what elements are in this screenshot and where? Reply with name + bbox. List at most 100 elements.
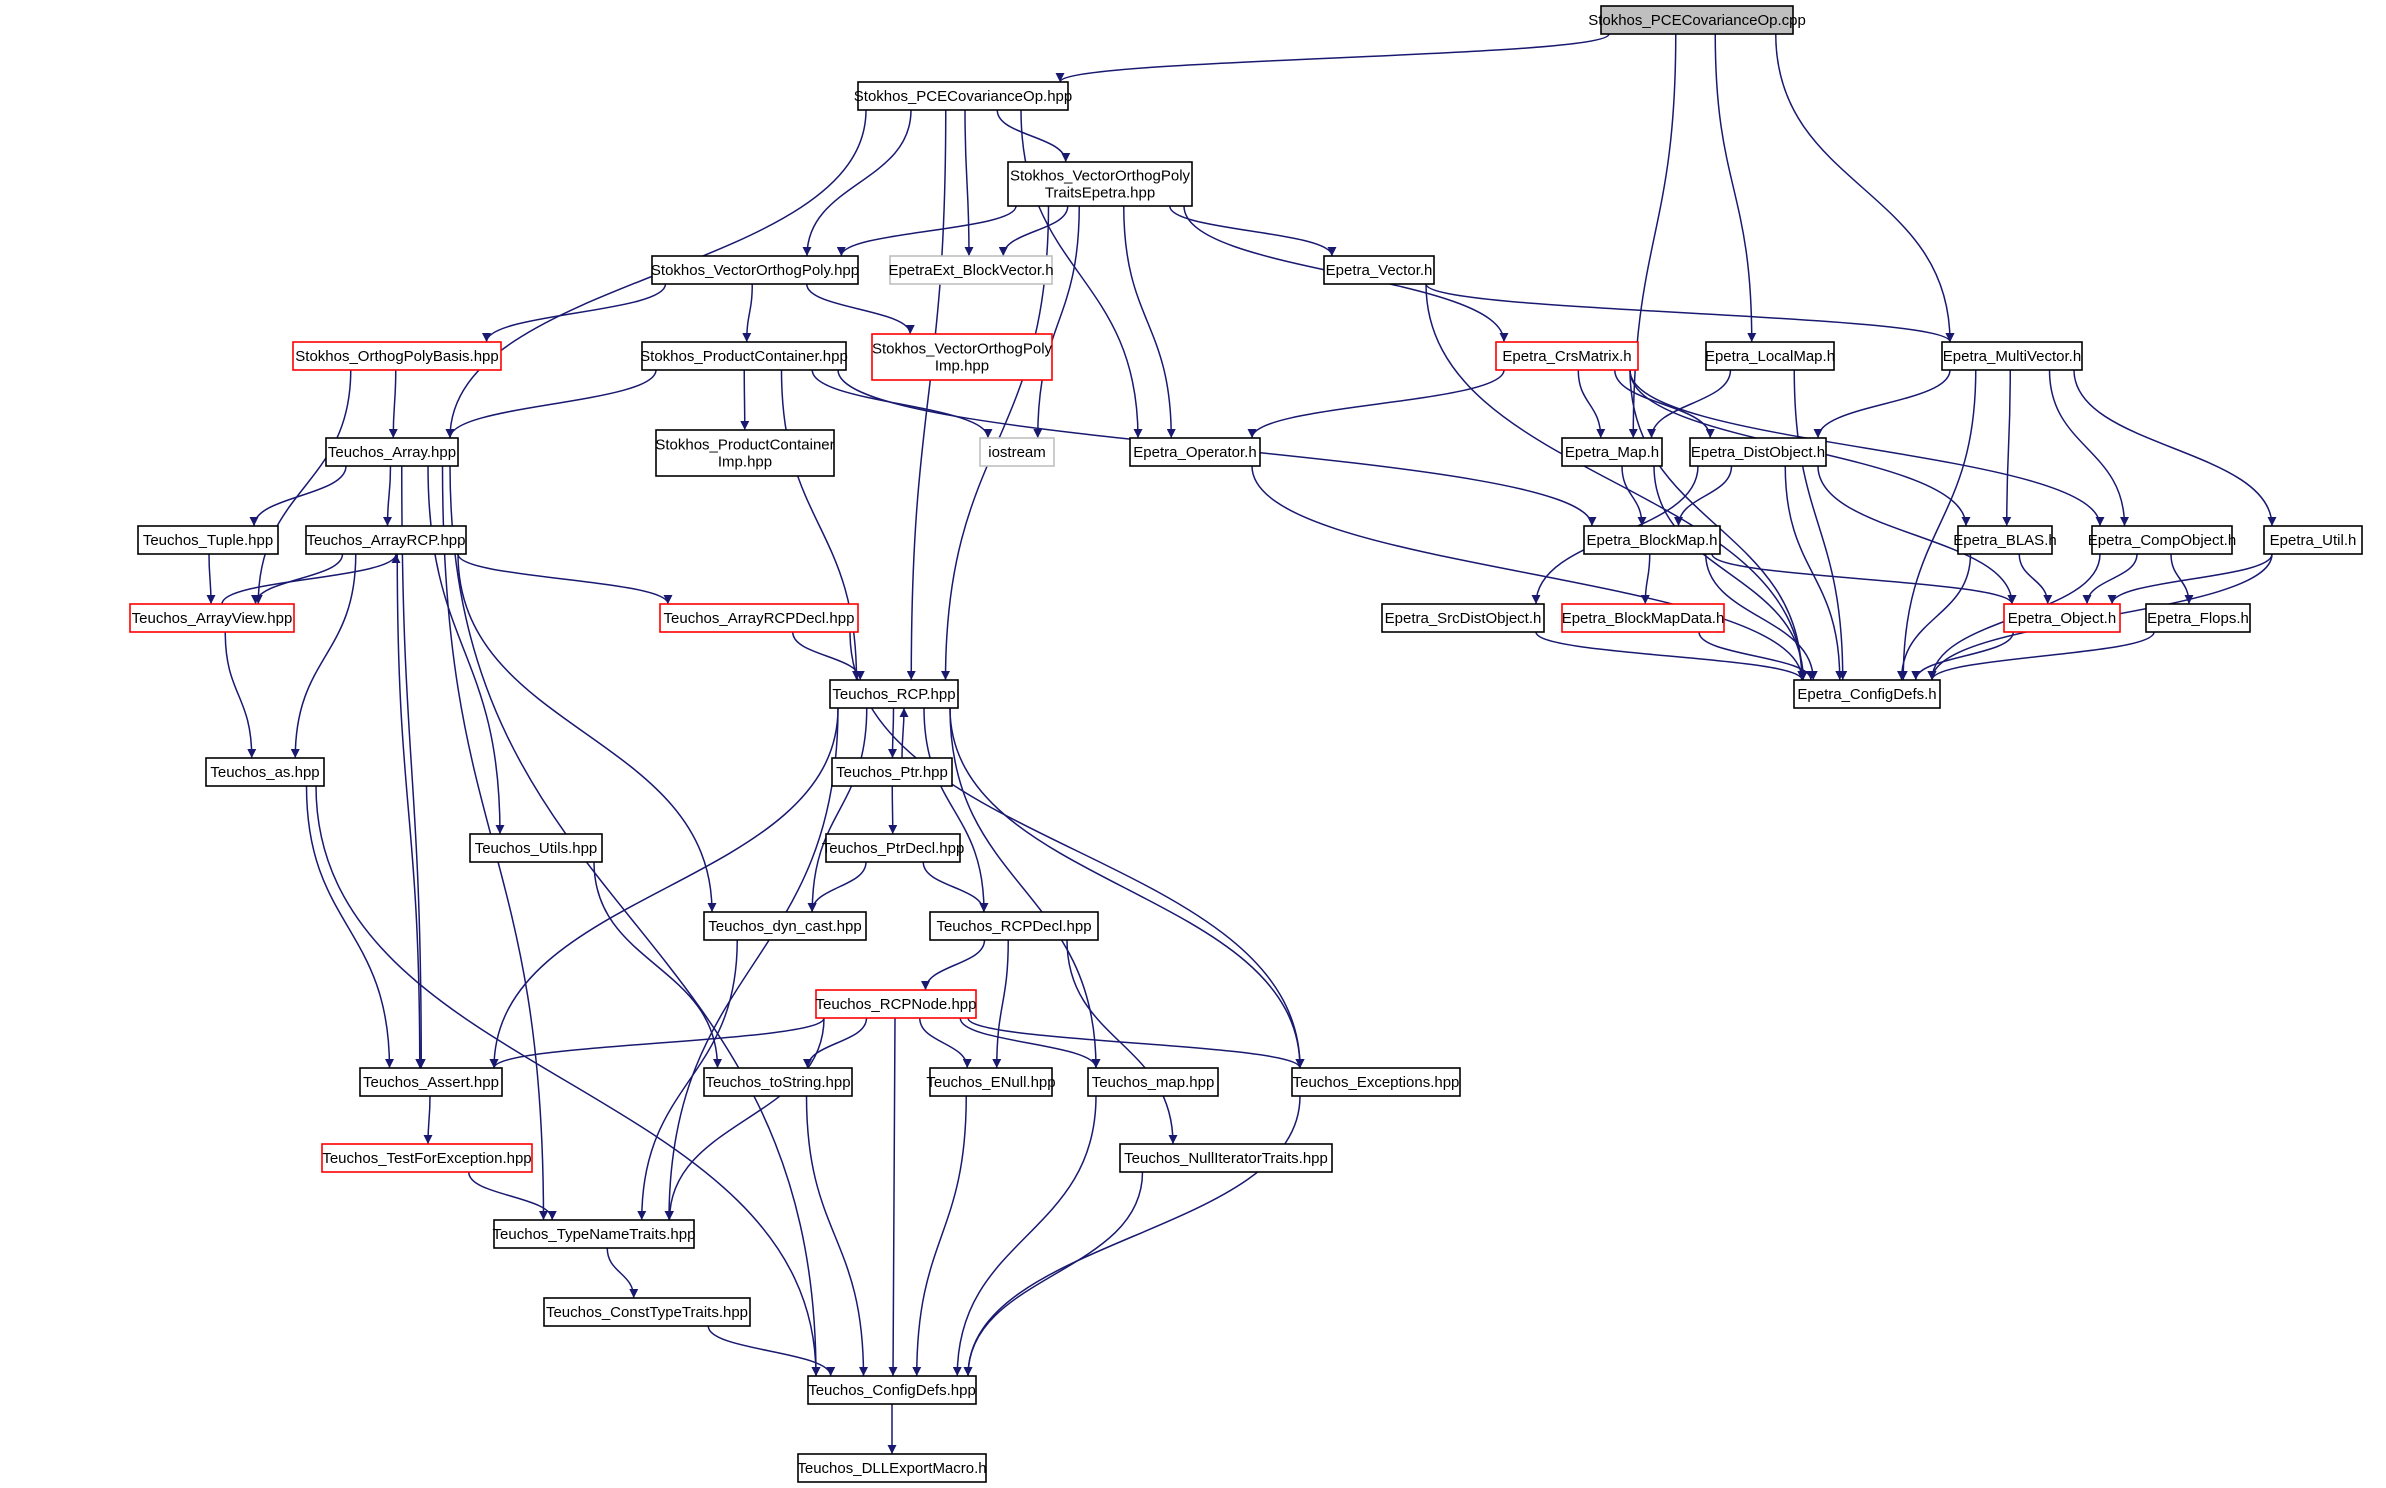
node-vop_hpp[interactable]: Stokhos_VectorOrthogPoly.hpp <box>651 255 859 285</box>
node-label: Teuchos_Assert.hpp <box>363 1074 499 1091</box>
node-label: Teuchos_Exceptions.hpp <box>1293 1074 1460 1091</box>
node-e_map[interactable]: Epetra_Map.h <box>1561 437 1663 467</box>
edge-epetra_vector-to-multivector <box>1425 283 1955 343</box>
node-box <box>929 1067 1053 1097</box>
node-box <box>651 255 859 285</box>
node-t_testforexc[interactable]: Teuchos_TestForException.hpp <box>321 1143 533 1173</box>
node-crs_matrix[interactable]: Epetra_CrsMatrix.h <box>1495 341 1639 371</box>
node-epetra_vector[interactable]: Epetra_Vector.h <box>1323 255 1435 285</box>
node-label: Teuchos_dyn_cast.hpp <box>708 918 861 935</box>
node-t_exceptions[interactable]: Teuchos_Exceptions.hpp <box>1291 1067 1461 1097</box>
node-e_compobject[interactable]: Epetra_CompObject.h <box>2088 525 2236 555</box>
node-e_blockmap[interactable]: Epetra_BlockMap.h <box>1583 525 1721 555</box>
node-e_util[interactable]: Epetra_Util.h <box>2263 525 2363 555</box>
node-label: Teuchos_ArrayRCP.hpp <box>307 532 466 549</box>
edge-t_ptrdecl-to-t_rcpdecl <box>922 861 989 913</box>
node-t_as[interactable]: Teuchos_as.hpp <box>205 757 325 787</box>
node-epetraext_bv[interactable]: EpetraExt_BlockVector.h <box>888 255 1054 285</box>
node-label: Epetra_ConfigDefs.h <box>1797 686 1936 703</box>
node-t_rcpnode[interactable]: Teuchos_RCPNode.hpp <box>815 989 977 1019</box>
node-t_tostring[interactable]: Teuchos_toString.hpp <box>703 1067 853 1097</box>
node-local_map[interactable]: Epetra_LocalMap.h <box>1705 341 1835 371</box>
edge-t_tuple-to-t_arrayview <box>206 553 216 605</box>
node-multivector[interactable]: Epetra_MultiVector.h <box>1941 341 2083 371</box>
node-box <box>1957 525 2053 555</box>
node-t_ptr[interactable]: Teuchos_Ptr.hpp <box>831 757 953 787</box>
node-box <box>703 911 867 941</box>
node-label: Epetra_BlockMap.h <box>1587 532 1718 549</box>
edge-t_enull-to-t_configdefs <box>912 1095 967 1377</box>
edge-vop_traits-to-epetraext_bv <box>998 205 1069 257</box>
node-e_srcdist[interactable]: Epetra_SrcDistObject.h <box>1381 603 1545 633</box>
edge-t_rcp-to-t_rcpdecl <box>923 707 989 913</box>
node-t_ptrdecl[interactable]: Teuchos_PtrDecl.hpp <box>822 833 965 863</box>
node-e_configdefs[interactable]: Epetra_ConfigDefs.h <box>1793 679 1941 709</box>
node-t_dyncast[interactable]: Teuchos_dyn_cast.hpp <box>703 911 867 941</box>
node-t_rcp[interactable]: Teuchos_RCP.hpp <box>829 679 959 709</box>
node-t_arrayrcp[interactable]: Teuchos_ArrayRCP.hpp <box>305 525 467 555</box>
node-label: Teuchos_toString.hpp <box>705 1074 850 1091</box>
node-t_assert[interactable]: Teuchos_Assert.hpp <box>359 1067 503 1097</box>
edge-e_compobject-to-e_object <box>2082 553 2138 605</box>
node-box <box>889 255 1053 285</box>
node-t_dllexport[interactable]: Teuchos_DLLExportMacro.h <box>797 1453 987 1483</box>
node-e_operator[interactable]: Epetra_Operator.h <box>1129 437 1261 467</box>
node-orthopoly[interactable]: Stokhos_OrthogPolyBasis.hpp <box>292 341 502 371</box>
edge-t_rcp-to-t_exceptions <box>949 707 1305 1069</box>
node-t_nulliter[interactable]: Teuchos_NullIteratorTraits.hpp <box>1119 1143 1333 1173</box>
node-e_blas[interactable]: Epetra_BLAS.h <box>1953 525 2057 555</box>
node-box <box>1583 525 1721 555</box>
node-label: Teuchos_DLLExportMacro.h <box>797 1460 986 1477</box>
node-box <box>205 757 325 787</box>
edge-e_util-to-e_object <box>2107 553 2273 605</box>
node-t_arrayview[interactable]: Teuchos_ArrayView.hpp <box>129 603 295 633</box>
edge-root-to-multivector <box>1775 33 1955 343</box>
node-box <box>1705 341 1835 371</box>
node-t_enull[interactable]: Teuchos_ENull.hpp <box>926 1067 1056 1097</box>
node-box <box>641 341 847 371</box>
node-e_flops[interactable]: Epetra_Flops.h <box>2145 603 2251 633</box>
edge-t_as-to-t_assert <box>305 785 394 1069</box>
node-box <box>2263 525 2363 555</box>
node-label: Teuchos_PtrDecl.hpp <box>822 840 965 857</box>
node-iostream[interactable]: iostream <box>979 437 1055 467</box>
node-box <box>543 1297 751 1327</box>
edge-e_srcdist-to-e_configdefs <box>1535 631 1807 681</box>
node-t_utils[interactable]: Teuchos_Utils.hpp <box>469 833 603 863</box>
node-t_configdefs[interactable]: Teuchos_ConfigDefs.hpp <box>807 1375 977 1405</box>
edge-t_testforexc-to-t_typename <box>468 1171 557 1221</box>
node-pce_hpp[interactable]: Stokhos_PCECovarianceOp.hpp <box>854 81 1072 111</box>
edge-e_blas-to-e_object <box>2018 553 2053 605</box>
edge-t_rcpnode-to-t_enull <box>919 1017 972 1069</box>
edge-e_map-to-e_configdefs <box>1653 465 1808 681</box>
edge-t_dyncast-to-t_typename <box>637 939 738 1221</box>
edge-e_distobject-to-e_object <box>1817 465 2017 605</box>
node-e_object[interactable]: Epetra_Object.h <box>2003 603 2121 633</box>
node-e_blockmapdata[interactable]: Epetra_BlockMapData.h <box>1561 603 1725 633</box>
edge-t_as-to-t_configdefs <box>315 785 821 1377</box>
edge-vop_hpp-to-product_container <box>742 283 753 343</box>
node-e_distobject[interactable]: Epetra_DistObject.h <box>1689 437 1827 467</box>
node-label: Teuchos_RCPDecl.hpp <box>936 918 1091 935</box>
node-t_rcpdecl[interactable]: Teuchos_RCPDecl.hpp <box>929 911 1099 941</box>
edge-pce_hpp-to-vop_hpp <box>802 109 912 257</box>
node-t_map[interactable]: Teuchos_map.hpp <box>1087 1067 1219 1097</box>
node-t_typename[interactable]: Teuchos_TypeNameTraits.hpp <box>493 1219 696 1249</box>
edge-e_distobject-to-e_blockmap <box>1674 465 1733 527</box>
node-box <box>1941 341 2083 371</box>
node-product_container[interactable]: Stokhos_ProductContainer.hpp <box>640 341 848 371</box>
node-box <box>703 1067 853 1097</box>
node-box <box>1561 603 1725 633</box>
node-t_arrayrcpdecl[interactable]: Teuchos_ArrayRCPDecl.hpp <box>659 603 859 633</box>
node-label: iostream <box>988 444 1046 461</box>
node-t_tuple[interactable]: Teuchos_Tuple.hpp <box>137 525 279 555</box>
node-t_consttype[interactable]: Teuchos_ConstTypeTraits.hpp <box>543 1297 751 1327</box>
edge-vop_traits-to-vop_hpp <box>836 205 1017 257</box>
node-label: Stokhos_PCECovarianceOp.hpp <box>854 88 1072 105</box>
node-root[interactable]: Stokhos_PCECovarianceOp.cpp <box>1588 5 1806 35</box>
node-t_array[interactable]: Teuchos_Array.hpp <box>325 437 459 467</box>
edge-e_blockmap-to-e_configdefs <box>1705 553 1818 681</box>
